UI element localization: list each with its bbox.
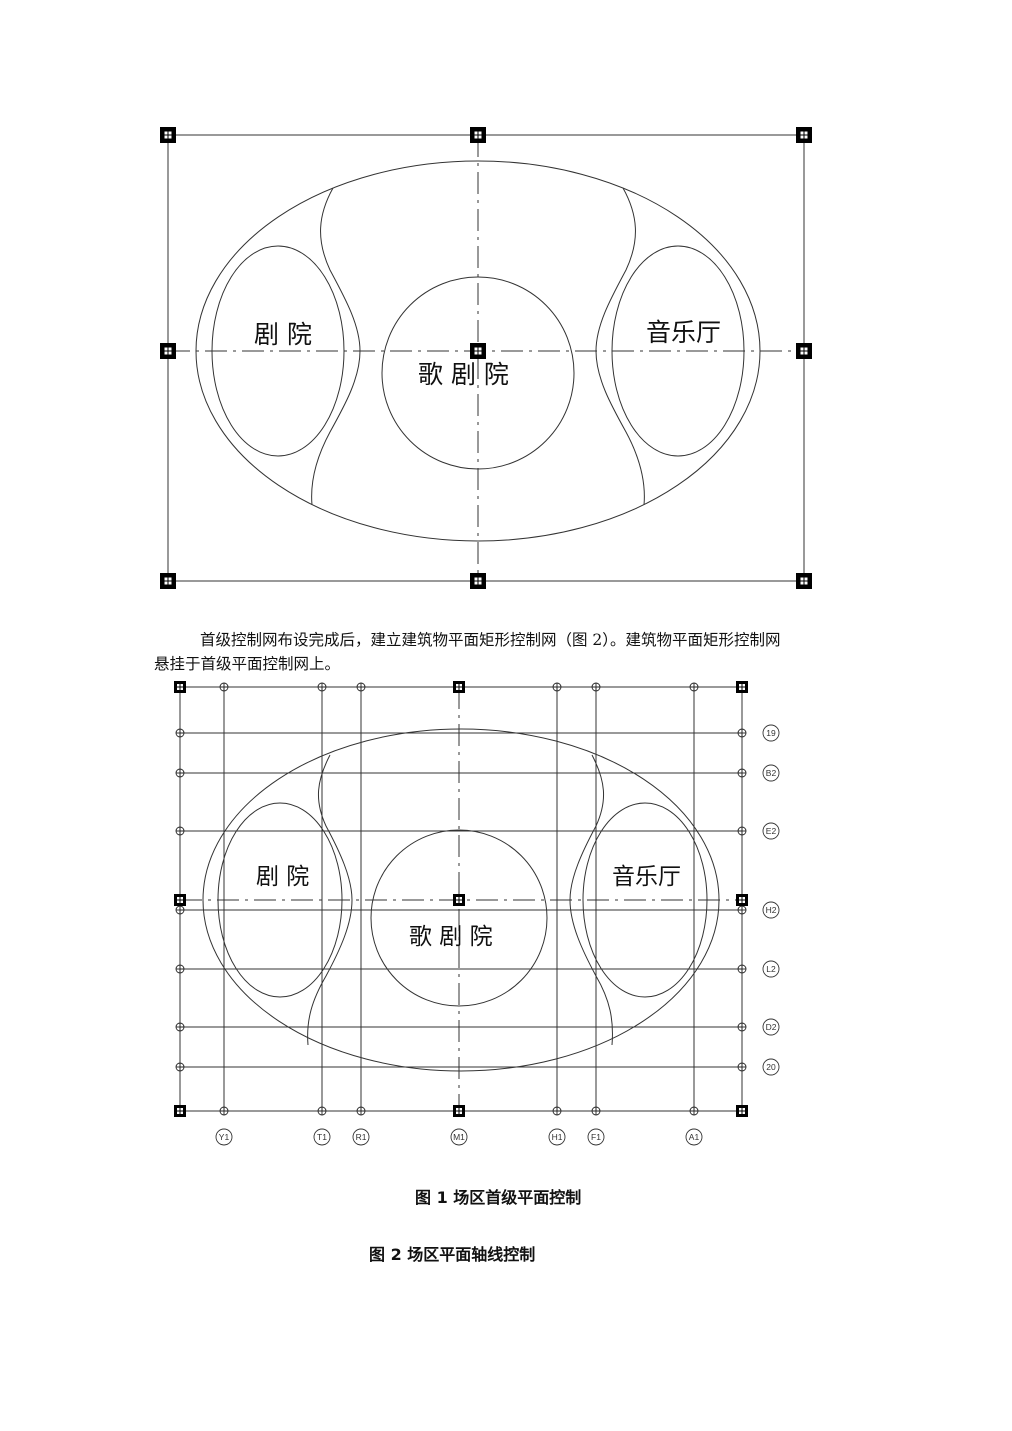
figure-1: [167, 134, 805, 582]
axis-label-right: 20: [766, 1062, 776, 1072]
fig2-left-hall-label: 剧 院: [256, 864, 309, 890]
paragraph-line-2: 悬挂于首级平面控制网上。: [154, 655, 341, 673]
outer-building-ellipse-2: [202, 728, 720, 1072]
axis-label-bottom: M1: [453, 1132, 465, 1142]
axis-label-right: 19: [766, 728, 776, 738]
outer-building-ellipse: [195, 160, 761, 542]
center-hall-circle: [381, 276, 575, 470]
right-hall-ellipse: [611, 245, 745, 457]
axis-label-right: D2: [766, 1022, 777, 1032]
right-hall-ellipse-2: [582, 802, 708, 998]
figure-2-caption: 图 2 场区平面轴线控制: [369, 1245, 536, 1264]
axis-bubbles-right: [762, 724, 780, 1076]
axis-label-bottom: A1: [689, 1132, 700, 1142]
axis-label-bottom: F1: [591, 1132, 601, 1142]
body-paragraph: 首级控制网布设完成后，建立建筑物平面矩形控制网（图 2）。建筑物平面矩形控制网 …: [154, 628, 866, 676]
paragraph-line-1: 首级控制网布设完成后，建立建筑物平面矩形控制网（图 2）。建筑物平面矩形控制网: [200, 631, 781, 649]
axis-label-bottom: T1: [317, 1132, 327, 1142]
axis-bubbles-bottom: [215, 1128, 703, 1146]
fig1-right-hall-label: 音乐厅: [646, 318, 721, 347]
axis-label-right: H2: [766, 905, 777, 915]
fig2-right-hall-label: 音乐厅: [612, 864, 681, 890]
axis-label-right: B2: [766, 768, 777, 778]
figure-2-axis-markers: [174, 681, 748, 1117]
axis-label-bottom: R1: [356, 1132, 367, 1142]
right-hall-outline-2: [569, 754, 613, 1046]
left-hall-ellipse-2: [217, 802, 343, 998]
axis-label-right: E2: [766, 826, 777, 836]
axis-label-right: L2: [766, 964, 776, 974]
axis-label-bottom: Y1: [219, 1132, 230, 1142]
left-hall-outline: [311, 187, 361, 506]
figure-1-control-points: [160, 127, 812, 589]
fig1-left-hall-label: 剧 院: [254, 320, 312, 349]
fig1-center-hall-label: 歌 剧 院: [418, 360, 509, 389]
fig2-center-hall-label: 歌 剧 院: [409, 924, 493, 950]
left-hall-ellipse: [211, 245, 345, 457]
axis-label-bottom: H1: [552, 1132, 563, 1142]
figure-1-caption: 图 1 场区首级平面控制: [415, 1188, 582, 1207]
center-hall-circle-2: [370, 829, 548, 1007]
left-hall-outline-2: [307, 754, 353, 1046]
right-hall-outline: [595, 187, 645, 506]
